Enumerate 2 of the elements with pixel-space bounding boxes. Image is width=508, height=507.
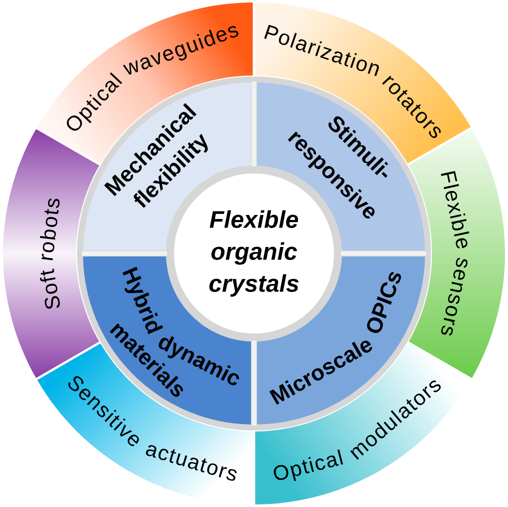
segment-label: Flexible sensors [440,170,470,336]
segment-label: Soft robots [40,198,60,309]
